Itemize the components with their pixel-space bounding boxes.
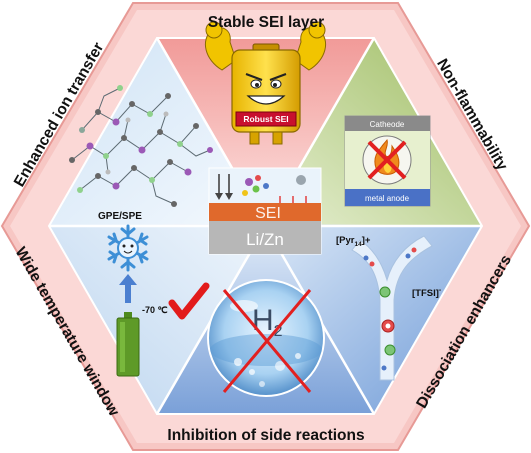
anion-main: [TFSI] (412, 288, 439, 299)
electrode-label: Li/Zn (246, 230, 284, 249)
anion-label: [TFSI]- (412, 287, 442, 299)
cathode-label: Catheode (370, 120, 405, 129)
center-electrode-panel (208, 167, 322, 255)
h2-subscript: 2 (274, 323, 283, 340)
sei-label: SEI (255, 205, 281, 222)
label-stable-sei: Stable SEI layer (208, 14, 324, 31)
thermometer-arrow-icon (119, 274, 137, 303)
h2-cross-icon (222, 289, 312, 393)
metal-anode-label: metal anode (365, 194, 410, 203)
inner-hexagon-border (47, 37, 484, 415)
anion-charge: - (439, 287, 442, 294)
non-flammable-cell-illustration: Catheode metal anode (344, 115, 431, 207)
checkmark-icon (168, 282, 210, 320)
snowflake-face (117, 237, 139, 259)
cation-charge: ]+ (362, 235, 371, 246)
cation-label: [Pyr14]+ (336, 235, 371, 248)
sector-bottom-right (265, 224, 482, 414)
cation-subscript: 14 (354, 241, 362, 248)
h2-main: H (252, 304, 274, 337)
y-channel-illustration (351, 235, 433, 381)
robust-battery-illustration: Robust SEI (204, 21, 327, 145)
label-inhibition-side-reactions: Inhibition of side reactions (167, 427, 364, 444)
robust-sei-label: Robust SEI (243, 114, 288, 124)
temperature-label: -70 ℃ (142, 305, 168, 315)
polymer-network-atoms (69, 85, 213, 207)
cold-cell-battery-icon (116, 312, 140, 377)
cation-main: [Pyr (336, 235, 355, 246)
snowflake-icon (107, 224, 149, 272)
sector-bottom-left (49, 224, 265, 414)
polymer-label: GPE/SPE (98, 211, 142, 222)
